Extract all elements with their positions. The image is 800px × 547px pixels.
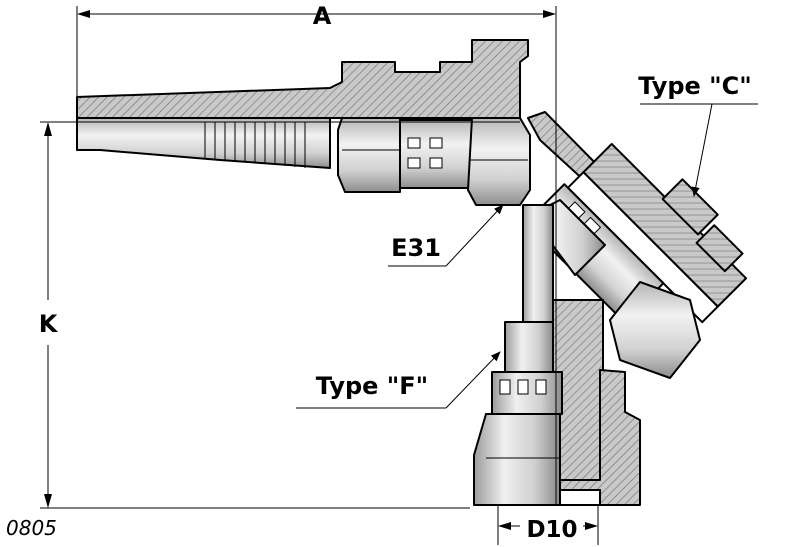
dimension-k: K <box>39 121 520 509</box>
callout-type-f: Type "F" <box>296 351 501 409</box>
knurl-marks <box>407 137 443 169</box>
thread-lines <box>204 122 306 168</box>
drawing-code: 0805 <box>6 516 57 540</box>
callout-e31: E31 <box>388 204 504 267</box>
callout-e31-label: E31 <box>391 234 441 262</box>
dimension-d10-label: D10 <box>526 517 577 543</box>
dimension-k-label: K <box>39 310 59 338</box>
dimension-a: A <box>76 2 557 505</box>
angled-fitting-type-c <box>524 111 748 379</box>
arrow-icon <box>44 494 52 508</box>
arrow-icon <box>498 522 511 530</box>
vertical-fitting-type-f <box>473 204 641 506</box>
arrow-icon <box>543 10 556 18</box>
dimension-d10: D10 <box>497 505 599 545</box>
dimension-a-label: A <box>313 2 332 30</box>
callout-type-c-label: Type "C" <box>638 72 752 100</box>
callout-type-c: Type "C" <box>638 72 758 197</box>
callout-type-f-label: Type "F" <box>316 372 428 400</box>
arrow-icon <box>585 522 598 530</box>
horizontal-fitting <box>76 39 531 206</box>
arrow-icon <box>77 10 90 18</box>
arrow-icon <box>44 122 52 136</box>
